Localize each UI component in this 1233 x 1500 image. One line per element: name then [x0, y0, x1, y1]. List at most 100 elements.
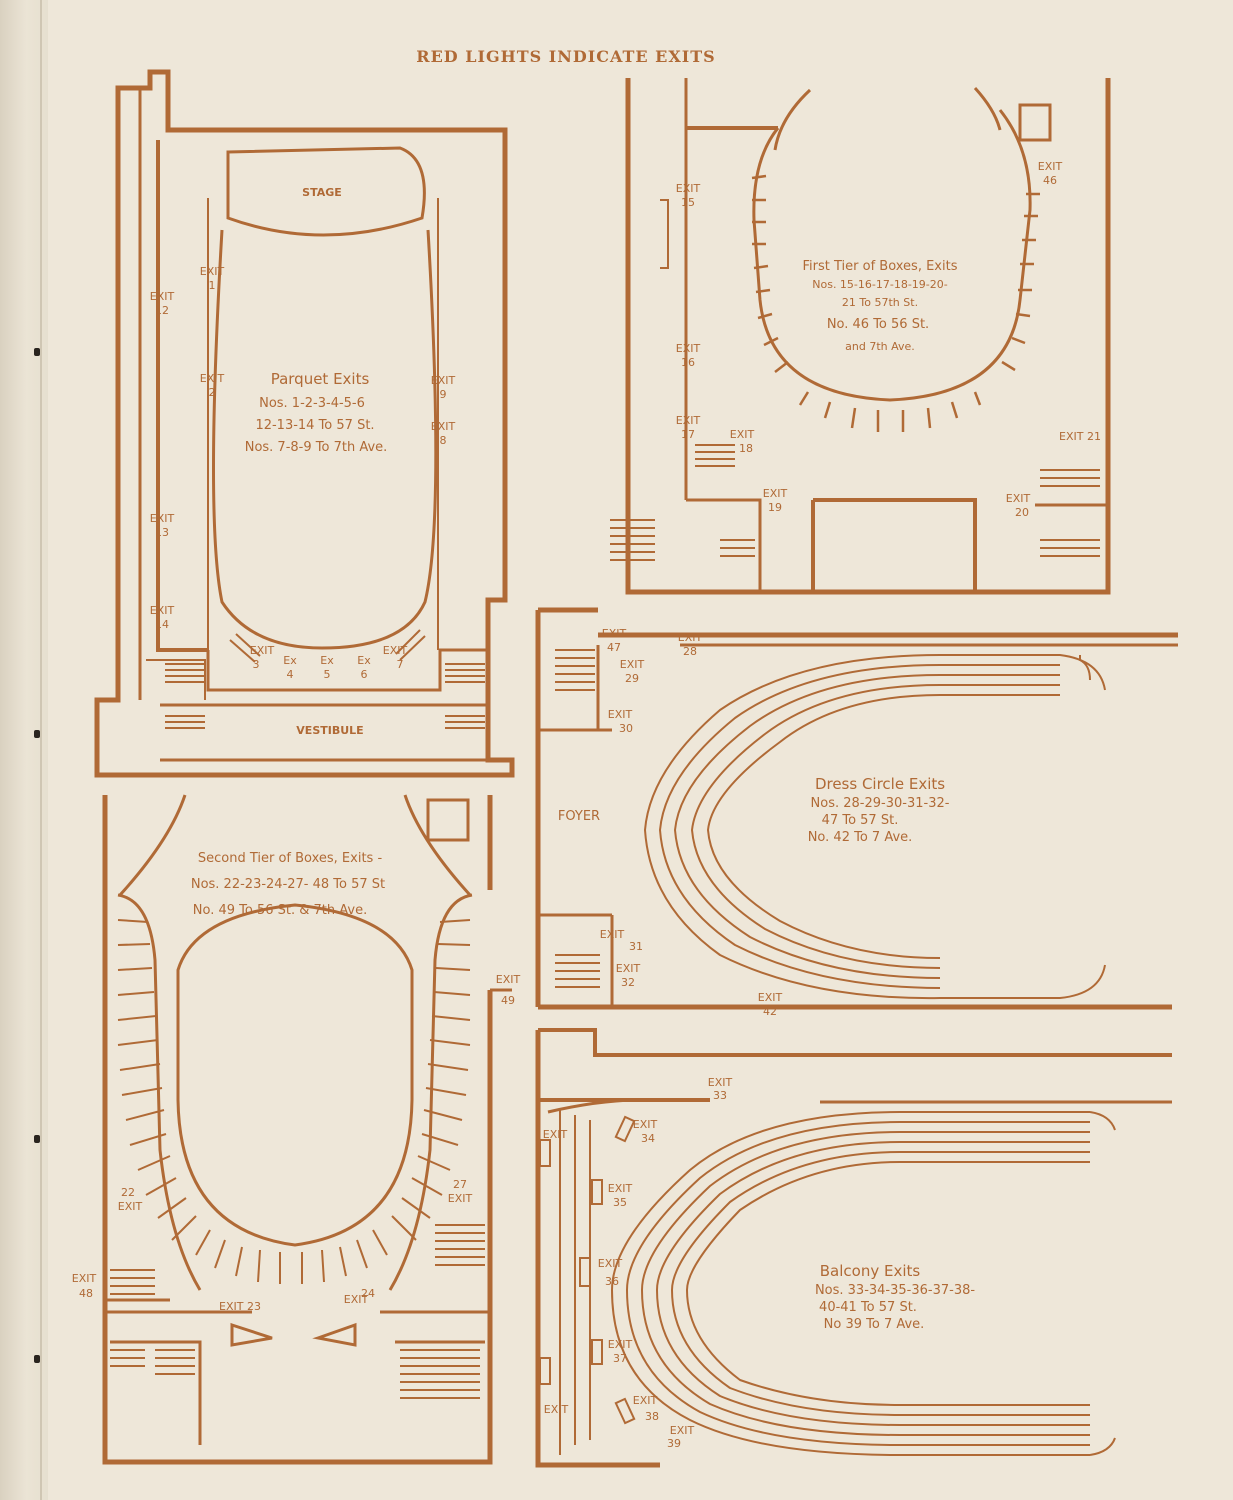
exit-word: EXIT: [250, 644, 275, 657]
exit-number: 3: [253, 658, 260, 671]
exit-word: EXIT: [763, 487, 788, 500]
exit-word: EXIT: [608, 1182, 633, 1195]
balcony-line2: Nos. 33-34-35-36-37-38-: [815, 1283, 975, 1298]
exit-number: 32: [621, 976, 635, 989]
parquet-exit-labels: EXIT 1 EXIT 2 EXIT 3 Ex 4 Ex 5 Ex 6 EXIT…: [150, 265, 456, 681]
first-tier-line5: and 7th Ave.: [845, 340, 915, 353]
exit-number: 4: [287, 668, 294, 681]
exit-word: EXIT: [200, 372, 225, 385]
balcony-line3: 40-41 To 57 St.: [819, 1300, 917, 1315]
exit-word: EXIT: [708, 1076, 733, 1089]
exit-word: EXIT: [678, 631, 703, 644]
exit-number: 16: [681, 356, 695, 369]
first-tier-line1: First Tier of Boxes, Exits: [803, 259, 958, 274]
spine-fold: [40, 0, 42, 1500]
exit-number: 19: [768, 501, 782, 514]
staple-mark: [34, 730, 40, 738]
exit-word: EXIT: [598, 1257, 623, 1270]
first-tier-stairs: [610, 444, 1100, 561]
exit-word: EXIT: [633, 1118, 658, 1131]
page-header: RED LIGHTS INDICATE EXITS: [416, 47, 715, 66]
exit-number: 18: [739, 442, 753, 455]
foyer-label: FOYER: [558, 809, 600, 824]
dress-circle-line3: 47 To 57 St.: [822, 813, 899, 828]
exit-number: 14: [155, 618, 169, 631]
first-tier-exit-labels: EXIT 15 EXIT 16 EXIT 17 EXIT 18 EXIT 19 …: [676, 160, 1101, 519]
exit-word: EXIT: [543, 1128, 568, 1141]
second-tier-stairs: [110, 1224, 485, 1399]
exit-number: 27: [453, 1178, 467, 1191]
ex-word: Ex: [320, 654, 334, 667]
exit-word: EXIT: [616, 962, 641, 975]
exit-number: 2: [209, 386, 216, 399]
exit-number: 9: [440, 388, 447, 401]
exit-word: EXIT: [633, 1394, 658, 1407]
staple-mark: [34, 348, 40, 356]
exit-number: 12: [155, 304, 169, 317]
second-tier-line1: Second Tier of Boxes, Exits -: [198, 851, 383, 866]
exit-number: 17: [681, 428, 695, 441]
dress-circle-rows: [643, 654, 1106, 1000]
exit-word: EXIT: [1006, 492, 1031, 505]
exit-word: EXIT: [496, 973, 521, 986]
exit-word: EXIT: [676, 414, 701, 427]
exit-number: 22: [121, 1186, 135, 1199]
exit-word: EXIT: [150, 604, 175, 617]
exit-number: 20: [1015, 506, 1029, 519]
balcony-plan: [535, 1028, 1172, 1468]
balcony-rows: [558, 1110, 1116, 1456]
exit-number: 28: [683, 645, 697, 658]
dress-circle-exit-labels: EXIT 47 EXIT 28 EXIT 29 EXIT 30 EXIT 31 …: [600, 627, 783, 1018]
second-tier-line2: Nos. 22-23-24-27- 48 To 57 St: [191, 877, 385, 892]
exit-word: EXIT: [383, 644, 408, 657]
exit-number: 15: [681, 196, 695, 209]
exit-number: 35: [613, 1196, 627, 1209]
exit-number: 39: [667, 1437, 681, 1450]
vestibule-label: VESTIBULE: [296, 724, 363, 737]
first-tier-line3: 21 To 57th St.: [842, 296, 918, 309]
exit-word: EXIT: [620, 658, 645, 671]
exit-number: 13: [155, 526, 169, 539]
exit-word: EXIT: [758, 991, 783, 1004]
parquet-plan: [94, 69, 515, 778]
exit-number: 48: [79, 1287, 93, 1300]
exit-number: 38: [645, 1410, 659, 1423]
ex-word: Ex: [283, 654, 297, 667]
exit-word: EXIT: [676, 182, 701, 195]
exit-word: EXIT: [608, 708, 633, 721]
balcony-aisle-boxes: [539, 1115, 636, 1425]
exit-23-label: EXIT 23: [219, 1300, 261, 1313]
first-tier-line4: No. 46 To 56 St.: [827, 317, 929, 332]
exit-word: EXIT: [344, 1293, 369, 1306]
exit-number: 36: [605, 1275, 619, 1288]
exit-word: EXIT: [448, 1192, 473, 1205]
exit-word: EXIT: [431, 420, 456, 433]
exit-number: 37: [613, 1352, 627, 1365]
exit-number: 7: [397, 658, 404, 671]
exit-number: 29: [625, 672, 639, 685]
second-tier-exit-labels: 22 EXIT EXIT 24 27 EXIT EXIT 48 EXIT 49 …: [72, 973, 521, 1313]
dress-circle-line4: No. 42 To 7 Ave.: [808, 830, 913, 845]
first-tier-plan: [625, 78, 1111, 595]
parquet-stairs: [165, 629, 485, 729]
exit-number: 47: [607, 641, 621, 654]
exit-word: EXIT: [72, 1272, 97, 1285]
balcony-line1: Balcony Exits: [820, 1262, 921, 1280]
exit-word: EXIT: [1038, 160, 1063, 173]
exit-number: 30: [619, 722, 633, 735]
balcony-line4: No 39 To 7 Ave.: [824, 1317, 925, 1332]
second-tier-plan: [102, 794, 512, 1465]
exit-number: 5: [324, 668, 331, 681]
exit-word: EXIT: [544, 1403, 569, 1416]
exit-word: EXIT: [730, 428, 755, 441]
dress-circle-plan: [535, 607, 1178, 1010]
exit-number: 24: [361, 1287, 375, 1300]
exit-word: EXIT: [676, 342, 701, 355]
dress-circle-stairs: [555, 649, 600, 988]
exit-21-label: EXIT 21: [1059, 430, 1101, 443]
exit-word: EXIT: [608, 1338, 633, 1351]
exit-word: EXIT: [600, 928, 625, 941]
first-tier-line2: Nos. 15-16-17-18-19-20-: [812, 278, 948, 291]
